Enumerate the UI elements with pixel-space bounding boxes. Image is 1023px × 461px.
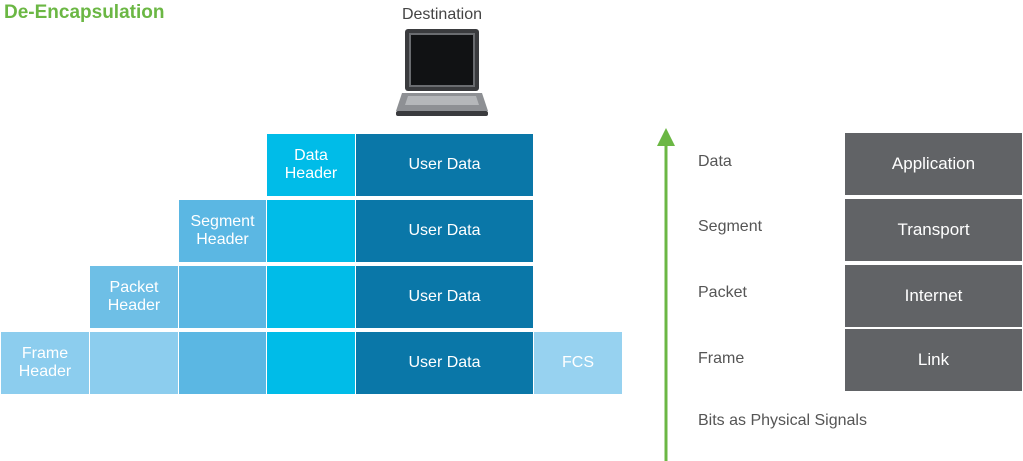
destination-label: Destination xyxy=(401,6,483,23)
diagram-title: De-Encapsulation xyxy=(4,2,165,23)
data-header-cell: Data Header xyxy=(267,134,355,196)
packet-header-fill-row4 xyxy=(90,332,178,394)
pdu-label-segment: Segment xyxy=(698,218,763,235)
fcs-cell: FCS xyxy=(534,332,622,394)
user-data-cell-row3: User Data xyxy=(356,266,533,328)
up-arrow-icon xyxy=(657,128,675,461)
data-header-fill-row3 xyxy=(267,266,355,328)
user-data-cell-row4: User Data xyxy=(356,332,533,394)
layer-internet: Internet xyxy=(845,265,1022,327)
pdu-label-frame: Frame xyxy=(698,350,745,367)
frame-header-cell: Frame Header xyxy=(1,332,89,394)
pdu-label-data: Data xyxy=(698,153,732,170)
layer-transport: Transport xyxy=(845,199,1022,261)
user-data-cell-row2: User Data xyxy=(356,200,533,262)
user-data-cell-row1: User Data xyxy=(356,134,533,196)
data-header-fill-row4 xyxy=(267,332,355,394)
data-header-fill-row2 xyxy=(267,200,355,262)
segment-header-fill-row3 xyxy=(179,266,266,328)
segment-header-cell: Segment Header xyxy=(179,200,266,262)
layer-link: Link xyxy=(845,329,1022,391)
pdu-label-packet: Packet xyxy=(698,284,747,301)
laptop-icon xyxy=(396,29,488,116)
layer-application: Application xyxy=(845,133,1022,195)
packet-header-cell: Packet Header xyxy=(90,266,178,328)
segment-header-fill-row4 xyxy=(179,332,266,394)
pdu-label-bits: Bits as Physical Signals xyxy=(698,412,867,429)
